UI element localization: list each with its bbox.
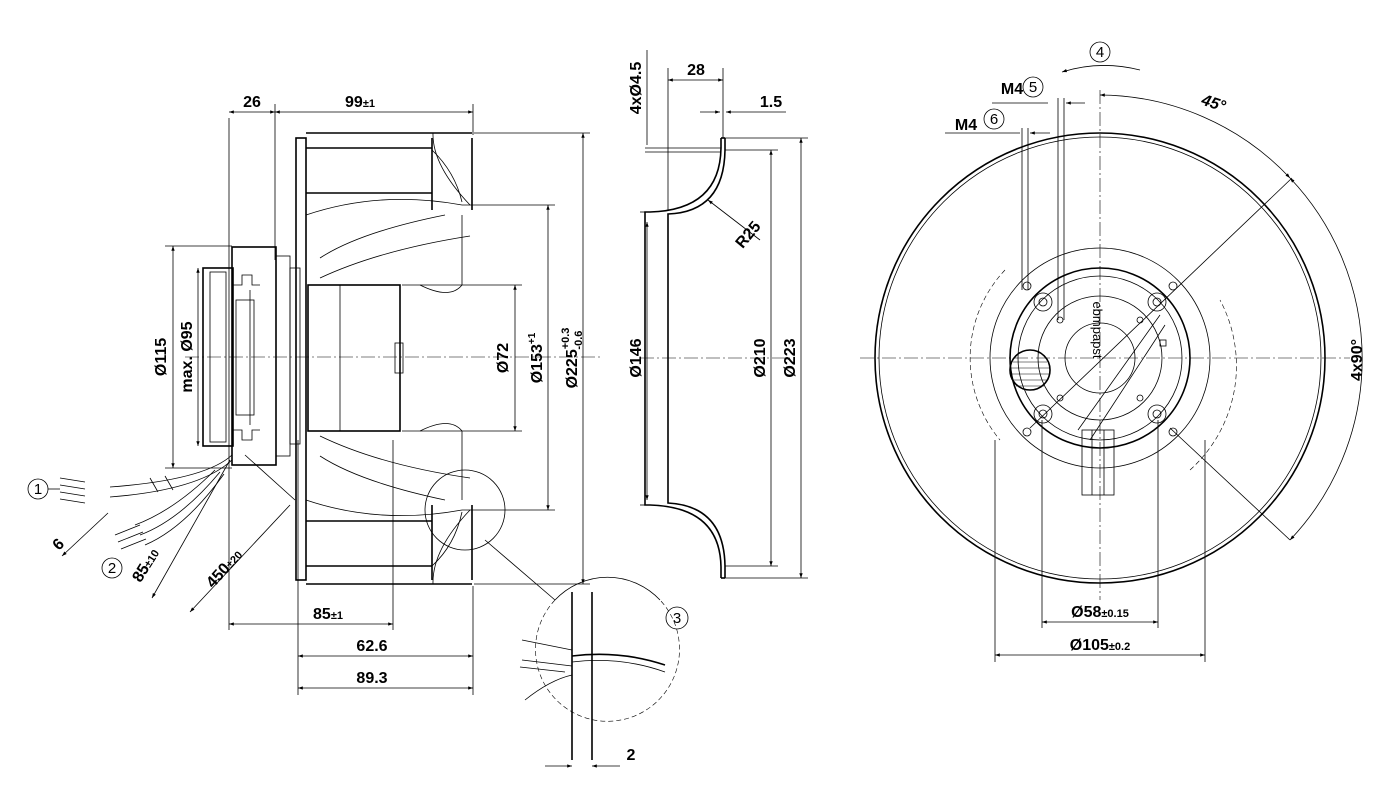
dim-4x45: 4xØ4.5 bbox=[628, 62, 645, 115]
dim-28: 28 bbox=[687, 62, 705, 79]
dim-225: Ø225+0.3-0.6 bbox=[560, 328, 585, 389]
callout-3: 3 bbox=[673, 610, 681, 627]
dim-146: Ø146 bbox=[628, 338, 645, 377]
dim-max-95: max. Ø95 bbox=[179, 321, 196, 392]
dim-4x90deg: 4x90° bbox=[1349, 339, 1366, 381]
front-view: ebmpapst 4 5 M4 6 M4 bbox=[860, 41, 1366, 662]
callout-4: 4 bbox=[1096, 44, 1104, 61]
ebmpapst-logo: ebmpapst bbox=[1090, 301, 1105, 358]
callout-6: 6 bbox=[990, 111, 998, 128]
dim-115: Ø115 bbox=[153, 338, 170, 376]
detail-view: 3 2 bbox=[519, 576, 689, 768]
dim-m4-b: M4 bbox=[955, 117, 977, 134]
dim-45deg: 45° bbox=[1198, 92, 1228, 116]
dim-99: 99±1 bbox=[345, 94, 375, 111]
callout-2: 2 bbox=[108, 560, 116, 577]
dim-223: Ø223 bbox=[782, 338, 799, 377]
dim-6: 6 bbox=[50, 536, 68, 554]
inlet-ring-view: 4xØ4.5 28 1.5 R25 Ø146 Ø210 Ø223 bbox=[628, 50, 808, 579]
dim-r25: R25 bbox=[733, 218, 765, 251]
dim-58: Ø58±0.15 bbox=[1071, 604, 1129, 621]
dim-2: 2 bbox=[627, 747, 636, 764]
dim-153: Ø153+1 bbox=[527, 332, 546, 383]
dim-105: Ø105±0.2 bbox=[1070, 637, 1130, 654]
dim-450: 450±20 bbox=[203, 547, 246, 592]
dim-62-6: 62.6 bbox=[356, 638, 387, 655]
dim-26: 26 bbox=[243, 94, 261, 111]
callout-1: 1 bbox=[34, 481, 42, 498]
dim-1-5: 1.5 bbox=[760, 94, 782, 111]
side-view: 1 2 26 99±1 Ø115 max. Ø95 Ø72 Ø153+1 Ø22… bbox=[27, 94, 600, 695]
dim-85-1: 85±1 bbox=[313, 606, 343, 623]
dim-89-3: 89.3 bbox=[356, 670, 387, 687]
callout-5: 5 bbox=[1029, 79, 1037, 96]
dim-m4-a: M4 bbox=[1001, 81, 1023, 98]
dim-210: Ø210 bbox=[752, 338, 769, 377]
dim-85-10: 85±10 bbox=[129, 546, 163, 586]
dim-72: Ø72 bbox=[495, 343, 512, 373]
